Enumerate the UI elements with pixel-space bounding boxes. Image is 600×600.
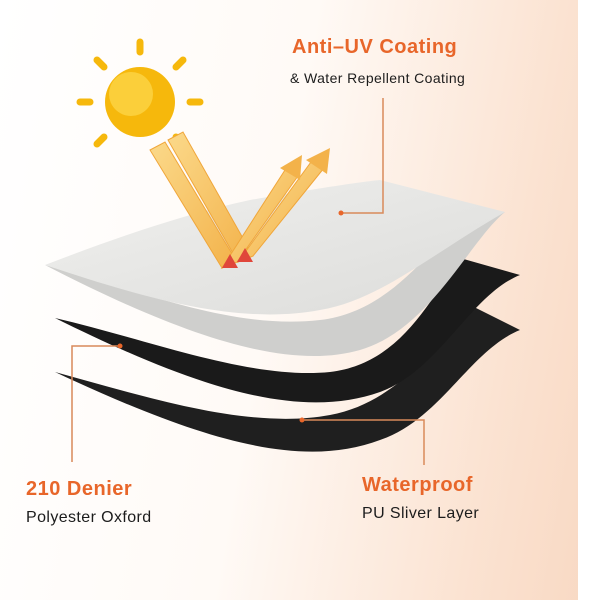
sun-icon	[80, 42, 200, 144]
denier-title: 210 Denier	[26, 478, 132, 501]
denier-dot	[118, 344, 123, 349]
anti-uv-title: Anti–UV Coating	[292, 36, 457, 59]
denier-subtitle: Polyester Oxford	[26, 509, 152, 527]
waterproof-title: Waterproof	[362, 474, 473, 497]
waterproof-subtitle: PU Sliver Layer	[362, 505, 479, 523]
waterproof-dot	[300, 418, 305, 423]
anti-uv-subtitle: & Water Repellent Coating	[290, 70, 465, 86]
anti-uv-dot	[339, 211, 344, 216]
leader-denier	[72, 346, 120, 462]
